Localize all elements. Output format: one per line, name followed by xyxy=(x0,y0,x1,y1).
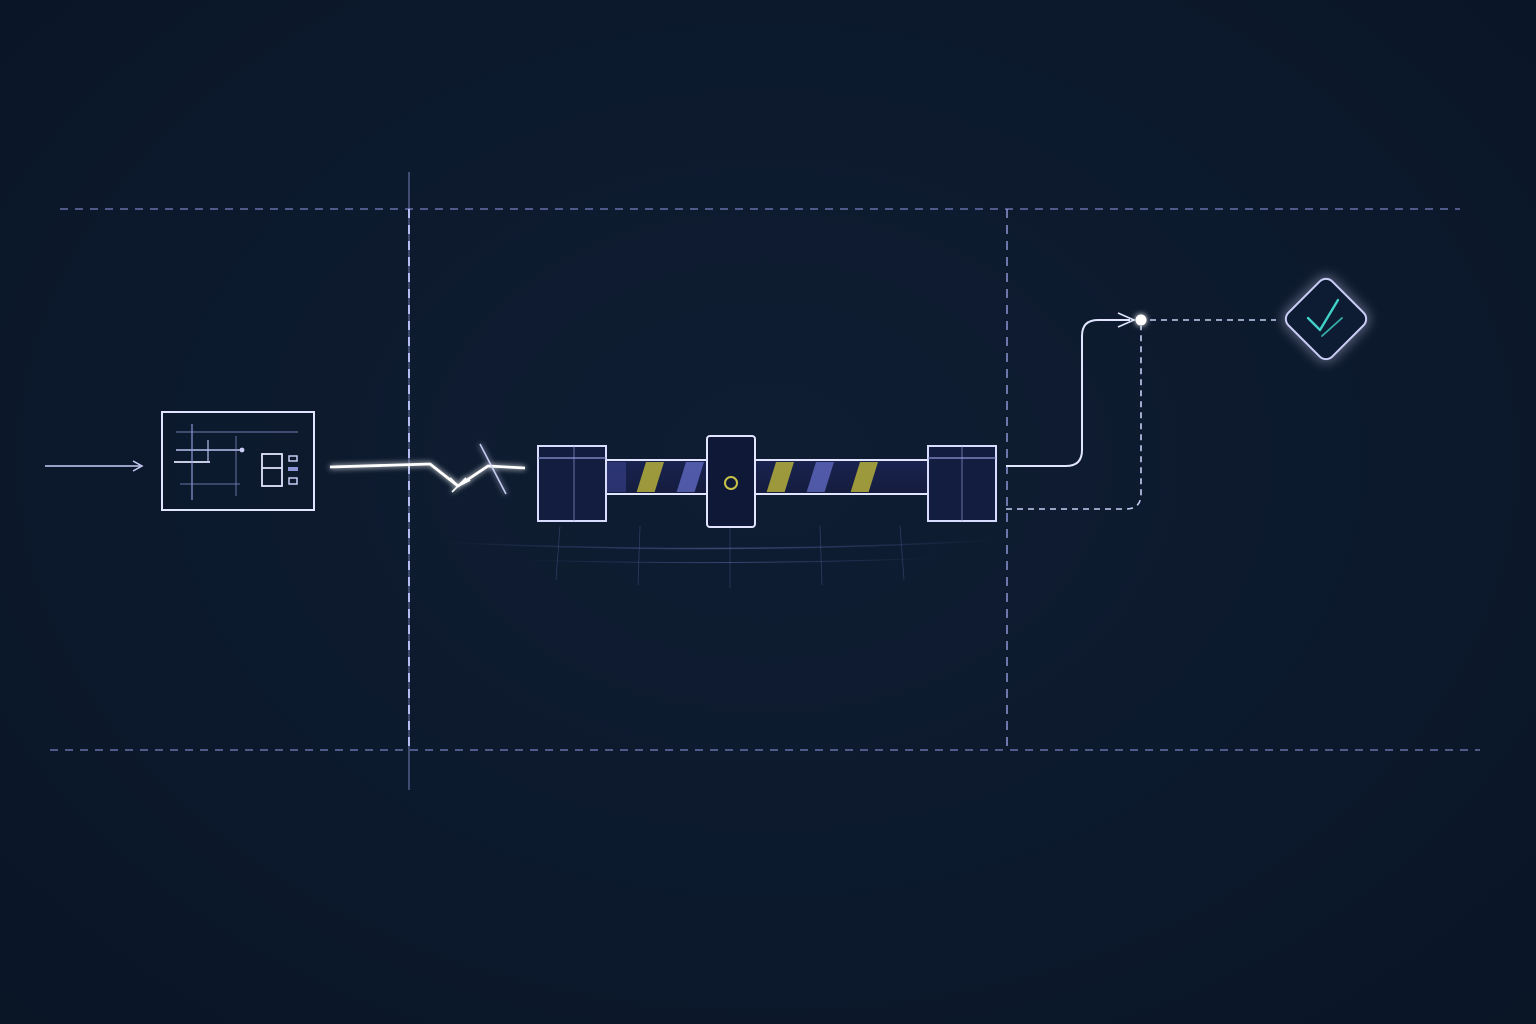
circuit-board-icon xyxy=(161,411,315,511)
output-arrowhead xyxy=(1117,312,1136,328)
barrier-lock xyxy=(706,435,756,528)
check-diamond-icon xyxy=(1284,277,1368,361)
barrier-gate-icon xyxy=(537,435,997,528)
output-solid-path xyxy=(1006,319,1130,467)
lightning-break-icon xyxy=(329,443,526,495)
barrier-stripes xyxy=(606,462,878,492)
barrier-floor-grid xyxy=(439,525,1001,588)
barrier-post-left xyxy=(537,445,607,522)
frame-lines xyxy=(50,172,1480,790)
node-dot-icon xyxy=(1135,314,1147,326)
arrow-right-icon xyxy=(45,460,144,472)
barrier-lock-knob xyxy=(724,476,738,490)
output-dashed-path xyxy=(1006,326,1142,510)
